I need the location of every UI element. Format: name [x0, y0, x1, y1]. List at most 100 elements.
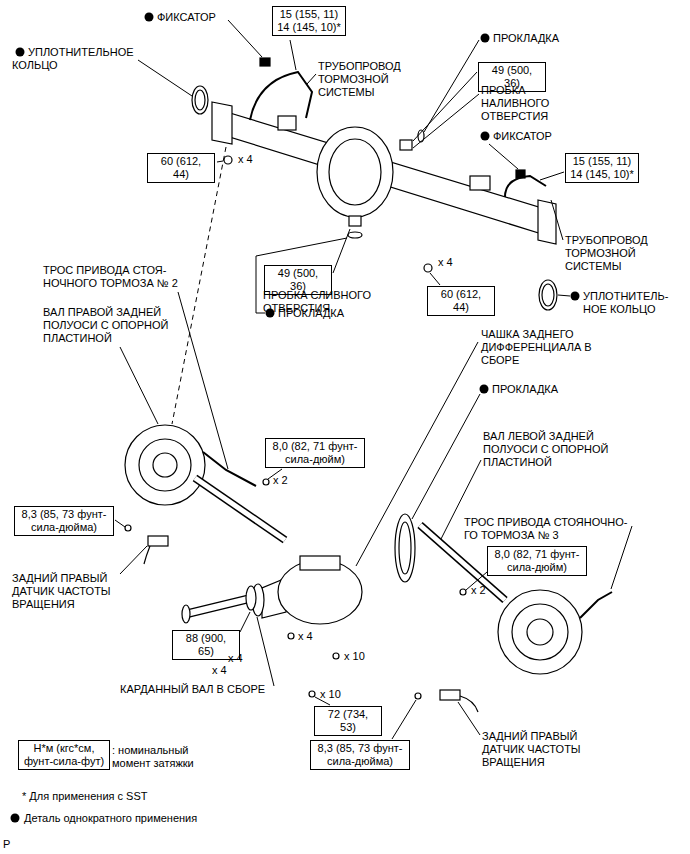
carrier-gasket-inner [399, 522, 411, 574]
leader-line [307, 74, 316, 84]
drain-gasket [348, 232, 362, 238]
housing-nut [224, 156, 232, 164]
illustration-group [125, 58, 612, 712]
leader-line [115, 520, 125, 527]
legend-note: : номинальный момент затяжки [112, 744, 220, 770]
leader-line [489, 144, 518, 169]
single-use-dot [145, 13, 154, 22]
footnote: * Для применения с SST [22, 790, 148, 803]
spring-seat [278, 116, 296, 130]
axle-shaft-body [195, 478, 285, 540]
leader-line [392, 700, 416, 739]
sensor-bolt [125, 525, 131, 531]
carrier-top [300, 556, 340, 570]
part-name: ФИКСАТОР [493, 130, 552, 143]
part-name: ТРУБОПРОВОД ТОРМОЗНОЙ СИСТЕМЫ [318, 60, 410, 99]
part-name: ВАЛ ЛЕВОЙ ЗАДНЕЙ ПОЛУОСИ С ОПОРНОЙ ПЛАСТ… [483, 430, 633, 469]
torque-value: 14 (145, 10)* [570, 168, 634, 181]
backing-plate [125, 425, 205, 505]
torque-value: 72 (734, 53) [319, 708, 377, 734]
carrier-nut [333, 653, 339, 659]
leader-line [413, 94, 479, 148]
carrier-nut [288, 633, 294, 639]
spring-seat [470, 176, 490, 190]
part-name: ЗАДНИЙ ПРАВЫЙ ДАТЧИК ЧАСТОТЫ ВРАЩЕНИЯ [12, 572, 147, 611]
leader-lines [115, 20, 632, 739]
cable-bolt [460, 589, 466, 595]
torque-value: 8,3 (85, 73 фунт- сила-дюйма) [19, 508, 109, 534]
leader-line [178, 292, 228, 469]
leader-line [228, 20, 262, 57]
propeller-shaft-body [186, 598, 252, 614]
brake-tube [250, 72, 312, 120]
quantity-mark: x 10 [344, 650, 365, 663]
figure-code: P [3, 838, 10, 851]
leader-line [424, 40, 479, 132]
part-name: ПРОКЛАДКА [278, 307, 344, 320]
part-name: УПЛОТНИТЕЛЬ- НОЕ КОЛЬЦО [583, 290, 683, 316]
torque-box: 15 (155, 11)14 (145, 10)* [565, 153, 639, 183]
single-use-dot [481, 34, 490, 43]
torque-box: 8,0 (82, 71 фунт- сила-дюйм) [265, 438, 365, 468]
legend-torque-box: Н*м (кгс*см, фунт-сила-фут) [18, 740, 110, 770]
housing-nut [424, 264, 432, 272]
parking-brake-cable [203, 452, 256, 486]
oil-seal-ring-inner [542, 284, 554, 306]
quantity-mark: x 4 [228, 652, 243, 665]
retainer-clip [260, 58, 270, 66]
leader-line [120, 347, 158, 424]
axle-hub [153, 453, 177, 477]
legend-text: Деталь однократного применения [24, 812, 197, 825]
torque-value: 14 (145, 10)* [277, 21, 341, 34]
part-name: УПЛОТНИТЕЛЬНОЕ КОЛЬЦО [12, 46, 137, 72]
leader-line [413, 72, 477, 141]
brake-tube [505, 176, 546, 197]
torque-box: 15 (155, 11)14 (145, 10)* [272, 6, 346, 36]
part-name: ВАЛ ПРАВОЙ ЗАДНЕЙ ПОЛУОСИ С ОПОРНОЙ ПЛАС… [43, 306, 183, 345]
propeller-flange [246, 586, 256, 610]
leader-line [540, 172, 564, 180]
leader-line [240, 612, 250, 632]
torque-box: 8,0 (82, 71 фунт- сила-дюйм) [487, 546, 587, 576]
brake-drum-ring [512, 604, 568, 660]
part-name: ЧАШКА ЗАДНЕГО ДИФФЕРЕНЦИАЛА В СБОРЕ [481, 328, 621, 367]
leader-line [256, 238, 347, 313]
quantity-mark: x 4 [238, 153, 253, 166]
leader-line [558, 295, 570, 296]
axle-housing-tube [220, 110, 545, 235]
sensor-bolt [415, 693, 421, 699]
leader-line [551, 200, 563, 240]
housing-banjo [317, 127, 393, 217]
banjo-opening [329, 139, 381, 205]
quantity-mark: x 2 [273, 474, 288, 487]
torque-box: 72 (734, 53) [314, 706, 382, 736]
torque-value: 8,0 (82, 71 фунт- сила-дюйм) [492, 548, 582, 574]
carrier-gasket [395, 514, 415, 582]
propeller-yoke [182, 605, 190, 623]
single-use-dot [16, 48, 25, 57]
legend-dot-sample [11, 814, 20, 823]
part-name: ПРОКЛАДКА [493, 32, 559, 45]
housing-flange [212, 102, 232, 144]
torque-value: 8,0 (82, 71 фунт- сила-дюйм) [270, 440, 360, 466]
leader-line [217, 161, 223, 162]
quantity-mark: x 4 [298, 630, 313, 643]
brake-drum [498, 590, 582, 674]
quantity-mark: x 2 [471, 584, 486, 597]
drain-plug [349, 216, 361, 226]
leader-line [412, 394, 480, 519]
torque-value: 60 (612, 44) [432, 288, 490, 314]
quantity-mark: x 4 [212, 664, 227, 677]
leader-line [356, 342, 478, 566]
torque-value: 8,3 (85, 73 фунт- сила-дюйма) [315, 742, 405, 768]
parking-brake-cable [580, 592, 612, 618]
leader-line [333, 229, 350, 273]
single-use-markers [11, 13, 580, 823]
carrier-washer [309, 691, 315, 697]
propeller-shaft [186, 598, 252, 614]
leader-line [430, 273, 440, 285]
filler-plug [400, 140, 412, 150]
cable-bolt [263, 479, 269, 485]
torque-value: Н*м (кгс*см, фунт-сила-фут) [23, 742, 105, 768]
assembly-dashed-line [172, 147, 226, 424]
